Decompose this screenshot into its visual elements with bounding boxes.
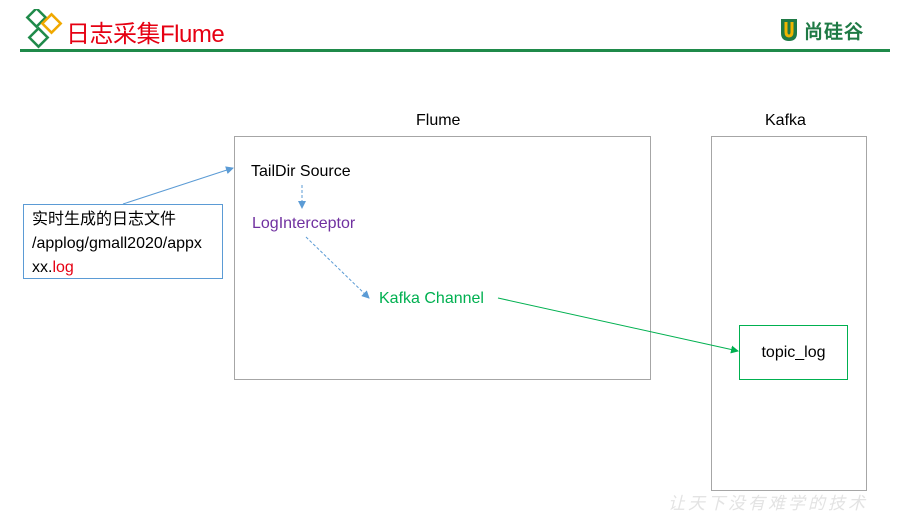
- arrow-file-to-source: [122, 166, 234, 205]
- log-interceptor-node: LogInterceptor: [252, 215, 356, 232]
- log-file-line3: xx.log: [32, 256, 222, 280]
- brand: 尚硅谷: [778, 16, 864, 44]
- log-file-node: 实时生成的日志文件 /applog/gmall2020/appx xx.log: [23, 204, 223, 279]
- kafka-label: Kafka: [765, 112, 806, 129]
- diamond-logo-icon: [25, 9, 63, 49]
- topic-log-node: topic_log: [739, 325, 848, 380]
- log-file-line2: /applog/gmall2020/appx: [32, 235, 202, 252]
- log-file-line1: 实时生成的日志文件: [32, 211, 177, 228]
- flume-label: Flume: [416, 112, 461, 129]
- u-shield-icon: [781, 19, 797, 41]
- kafka-channel-node: Kafka Channel: [379, 290, 484, 307]
- topic-log-label: topic_log: [761, 343, 826, 361]
- log-file-ext: log: [52, 259, 74, 276]
- log-file-name: xx.: [32, 259, 53, 276]
- kafka-container: [711, 136, 867, 491]
- taildir-source-node: TailDir Source: [251, 163, 351, 180]
- page-title: 日志采集Flume: [66, 21, 225, 48]
- header-divider: [20, 49, 890, 52]
- slogan-watermark: 让天下没有难学的技术: [668, 494, 868, 514]
- arrow-channel-to-topic: [497, 297, 739, 354]
- brand-name: 尚硅谷: [804, 21, 865, 43]
- arrow-interceptor-to-channel: [305, 236, 370, 299]
- flume-container: [234, 136, 651, 380]
